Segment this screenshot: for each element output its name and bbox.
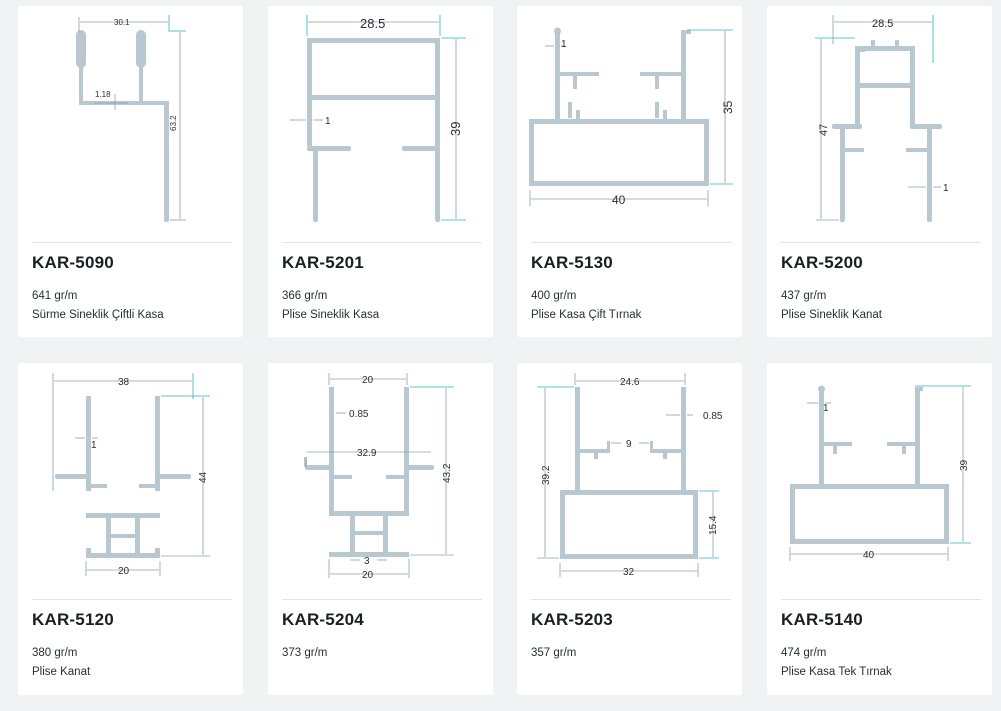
dim-width: 20 — [362, 375, 374, 386]
product-description: Plise Sineklik Kanat — [781, 309, 882, 321]
divider — [781, 599, 981, 600]
product-weight: 641 gr/m — [32, 290, 78, 302]
product-card[interactable]: 28.5 47 1 KAR-5200 437 gr/m Plise Sinekl… — [767, 6, 992, 337]
dim-thickness: 1 — [561, 39, 567, 50]
product-description: Plise Sineklik Kasa — [282, 309, 380, 321]
profile-drawing: 30.1 1.18 63.2 — [18, 6, 243, 238]
product-code[interactable]: KAR-5204 — [282, 610, 364, 629]
dim-height: 39 — [448, 122, 463, 136]
dim-bottom: 32 — [623, 567, 635, 578]
product-weight: 357 gr/m — [531, 647, 577, 659]
product-code[interactable]: KAR-5203 — [531, 610, 613, 629]
dim-height: 39.2 — [541, 465, 552, 485]
product-description: Sürme Sineklik Çiftli Kasa — [32, 309, 164, 321]
dim-height: 43.2 — [442, 463, 453, 483]
dim-width: 38 — [118, 377, 130, 388]
dim-gap: 9 — [626, 439, 632, 450]
product-code[interactable]: KAR-5201 — [282, 253, 364, 272]
dim-bottom: 20 — [362, 570, 374, 581]
profile-drawing: 28.5 1 39 — [268, 6, 493, 238]
dim-thickness: 1.18 — [95, 90, 111, 99]
dim-width: 30.1 — [114, 18, 130, 27]
dim-thickness: 1 — [823, 403, 829, 414]
divider — [282, 599, 482, 600]
profile-drawing: 24.6 0.85 9 39.2 15.4 32 — [517, 363, 742, 595]
dim-width: 28.5 — [360, 16, 385, 31]
product-description: Plise Kasa Tek Tırnak — [781, 666, 892, 678]
dim-thickness: 1 — [943, 183, 949, 194]
dim-bottom: 20 — [118, 566, 130, 577]
product-card[interactable]: 38 1 44 20 KAR-5120 380 gr/m Plise Kanat — [18, 363, 243, 695]
dim-width: 24.6 — [620, 377, 640, 388]
product-code[interactable]: KAR-5140 — [781, 610, 863, 629]
profile-drawing: 1 39 40 — [767, 363, 992, 595]
profile-drawing: 28.5 47 1 — [767, 6, 992, 238]
profile-drawing: 38 1 44 20 — [18, 363, 243, 595]
product-card[interactable]: 28.5 1 39 KAR-5201 366 gr/m Plise Sinekl… — [268, 6, 493, 337]
dim-thickness: 0.85 — [349, 409, 369, 420]
product-weight: 380 gr/m — [32, 647, 78, 659]
dim-height-lower: 15.4 — [708, 515, 719, 535]
product-card[interactable]: 1 35 40 KAR-5130 400 gr/m Plise Kasa Çif… — [517, 6, 742, 337]
product-weight: 437 gr/m — [781, 290, 827, 302]
dim-width: 28.5 — [872, 18, 893, 30]
product-card[interactable]: 24.6 0.85 9 39.2 15.4 32 — [517, 363, 742, 695]
profile-drawing: 20 0.85 32.9 43.2 3 20 — [268, 363, 493, 595]
dim-width: 40 — [863, 550, 875, 561]
product-description: Plise Kanat — [32, 666, 91, 678]
dim-width: 40 — [612, 193, 626, 207]
product-weight: 474 gr/m — [781, 647, 827, 659]
dim-height: 35 — [721, 100, 735, 114]
product-code[interactable]: KAR-5130 — [531, 253, 613, 272]
dim-thickness: 1 — [91, 440, 97, 451]
dim-gap: 3 — [364, 556, 370, 567]
product-code[interactable]: KAR-5200 — [781, 253, 863, 272]
product-card[interactable]: 30.1 1.18 63.2 KAR-5090 641 gr/m Sürme S… — [18, 6, 243, 337]
dim-height: 63.2 — [169, 115, 178, 131]
dim-middle: 32.9 — [357, 448, 377, 459]
profile-drawing: 1 35 40 — [517, 6, 742, 238]
product-code[interactable]: KAR-5090 — [32, 253, 114, 272]
dim-height: 44 — [198, 471, 209, 483]
dim-height: 39 — [959, 459, 970, 471]
product-code[interactable]: KAR-5120 — [32, 610, 114, 629]
product-weight: 373 gr/m — [282, 647, 328, 659]
divider — [531, 599, 731, 600]
product-description: Plise Kasa Çift Tırnak — [531, 309, 642, 321]
divider — [32, 599, 232, 600]
divider — [32, 242, 232, 243]
divider — [282, 242, 482, 243]
divider — [531, 242, 731, 243]
divider — [781, 242, 981, 243]
product-card[interactable]: 20 0.85 32.9 43.2 3 20 KAR-5204 373 — [268, 363, 493, 695]
dim-height: 47 — [818, 124, 830, 136]
product-weight: 366 gr/m — [282, 290, 328, 302]
dim-thickness: 1 — [325, 116, 331, 127]
product-card[interactable]: 1 39 40 KAR-5140 474 gr/m Plise Kasa Tek… — [767, 363, 992, 695]
product-weight: 400 gr/m — [531, 290, 577, 302]
dim-thickness: 0.85 — [703, 411, 723, 422]
